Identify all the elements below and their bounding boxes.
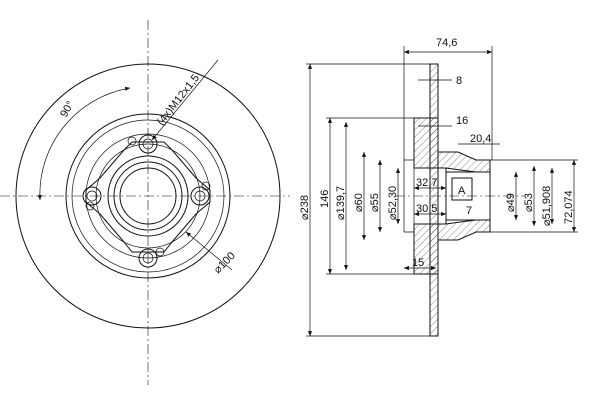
dim-72-074: 72,074 <box>563 190 575 224</box>
stud-mark <box>127 136 137 146</box>
dia-52-30: ⌀52,30 <box>387 186 399 220</box>
dim-74-6: 74,6 <box>436 37 457 49</box>
thread-leader <box>151 59 219 141</box>
dia-238: ⌀238 <box>299 195 311 220</box>
bore-section-outline <box>414 160 491 232</box>
bolt-circle-leader <box>185 231 233 271</box>
dim-15: 15 <box>412 257 424 269</box>
angle-arc <box>37 86 131 201</box>
dim-30-5: 30,5 <box>416 203 437 215</box>
stud-mark <box>155 247 165 257</box>
stud-mark <box>201 181 211 191</box>
bolt-hole-left <box>82 186 102 206</box>
dim-7: 7 <box>466 205 472 217</box>
datum-box <box>451 177 473 201</box>
dim-20-4: 20,4 <box>470 133 491 145</box>
bolt-circle <box>95 143 201 249</box>
dia-55: ⌀55 <box>369 193 381 212</box>
hub-section-lower <box>413 219 491 275</box>
bolt-hole-right <box>190 186 210 206</box>
bore-ring <box>113 161 183 231</box>
dim-8: 8 <box>456 75 462 87</box>
stud-mark <box>85 201 95 211</box>
dia-53: ⌀53 <box>523 193 535 212</box>
front-view: 90° (4x)M12x1,5 ⌀100 <box>0 20 290 385</box>
dia-51-908: ⌀51,908 <box>541 186 553 226</box>
dim-146: 146 <box>319 190 331 208</box>
hub-ring-2 <box>71 119 225 273</box>
disc-outer-edge <box>15 63 281 329</box>
bearing-seat <box>403 159 415 233</box>
bolt-circle-label: ⌀100 <box>212 250 238 276</box>
dia-139-7: ⌀139,7 <box>335 186 347 220</box>
datum-label: A <box>458 185 466 197</box>
disc-web-section <box>429 63 439 337</box>
hub-ring-outer <box>65 113 231 279</box>
dia-60: ⌀60 <box>353 193 365 212</box>
angle-label: 90° <box>58 99 77 119</box>
dim-16: 16 <box>456 115 468 127</box>
dim-32-7: 32,7 <box>416 177 437 189</box>
bolt-hole-top <box>138 134 158 154</box>
bore-inner <box>119 167 177 225</box>
bore-outer <box>107 155 189 237</box>
dia-49: ⌀49 <box>505 193 517 212</box>
bolt-hole-bottom <box>138 248 158 268</box>
section-view: 74,6 8 16 20,4 ⌀238 146 ⌀139,7 ⌀60 ⌀55 ⌀… <box>299 37 578 337</box>
